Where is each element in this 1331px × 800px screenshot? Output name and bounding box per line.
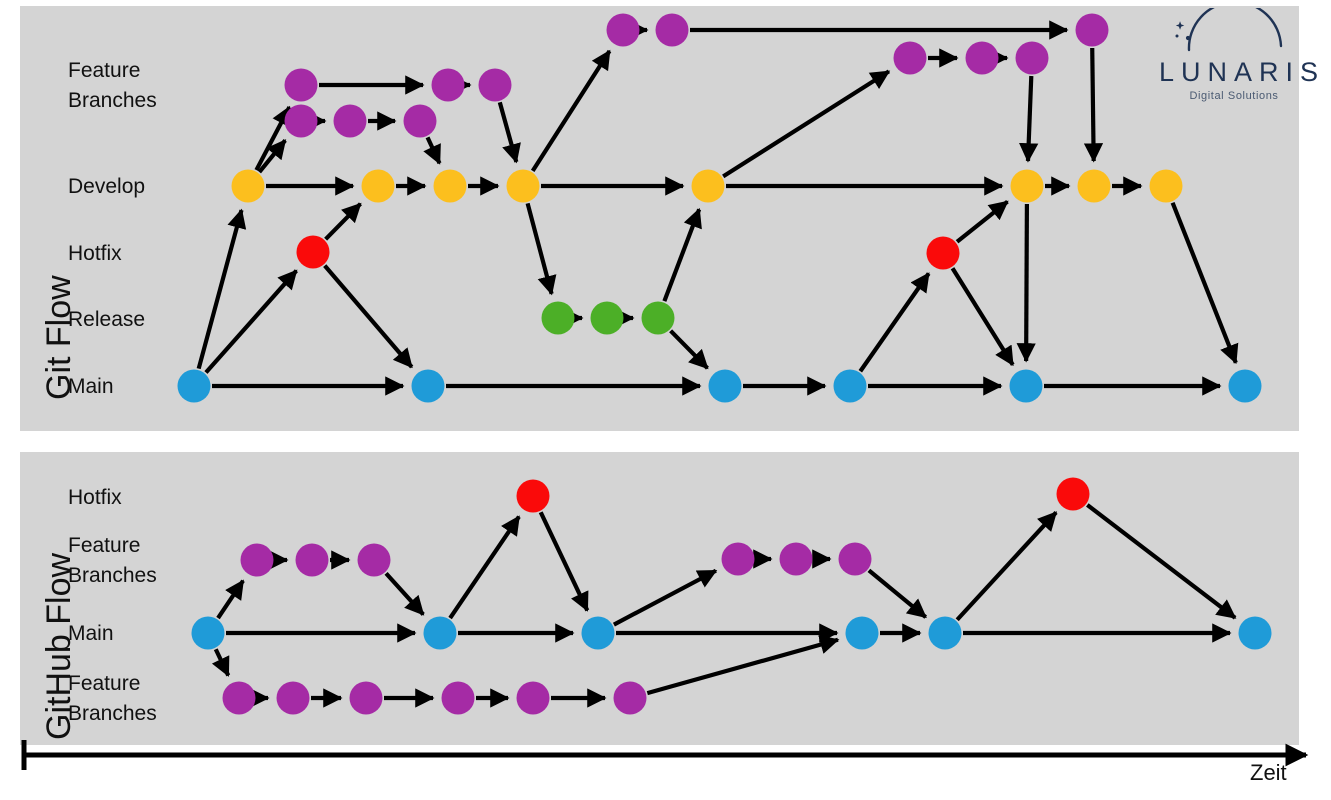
commit-node-release[interactable] xyxy=(641,301,675,335)
commit-edge xyxy=(525,202,557,296)
commit-node-develop[interactable] xyxy=(433,169,467,203)
logo-subtitle: Digital Solutions xyxy=(1189,90,1279,102)
commit-edge xyxy=(646,635,840,696)
commit-edge xyxy=(1170,201,1239,365)
commit-node-feature[interactable] xyxy=(838,542,872,576)
commit-edge xyxy=(196,208,247,370)
commit-edge xyxy=(955,510,1058,622)
moon-arc-icon xyxy=(1175,0,1283,52)
commit-edge xyxy=(211,648,231,677)
commit-node-feature[interactable] xyxy=(284,104,318,138)
commit-node-main[interactable] xyxy=(833,369,867,403)
lane-label-main: Main xyxy=(68,375,114,398)
commit-node-develop[interactable] xyxy=(691,169,725,203)
commit-node-main[interactable] xyxy=(1228,369,1262,403)
commit-node-feature[interactable] xyxy=(349,681,383,715)
commit-edge xyxy=(204,269,298,374)
commit-node-feature[interactable] xyxy=(516,681,550,715)
lane-label-feature_bottom: Feature Branches xyxy=(68,672,157,725)
commit-edge xyxy=(254,105,292,172)
commit-node-feature[interactable] xyxy=(655,13,689,47)
commit-node-main[interactable] xyxy=(1238,616,1272,650)
nodes-layer xyxy=(177,13,1272,715)
commit-edge xyxy=(538,511,590,612)
commit-edge xyxy=(858,272,931,373)
time-axis-label: Zeit xyxy=(1250,760,1287,785)
commit-node-feature[interactable] xyxy=(431,68,465,102)
commit-node-feature[interactable] xyxy=(403,104,437,138)
lunaris-logo: LUNARIS Digital Solutions xyxy=(1159,0,1326,102)
commit-node-develop[interactable] xyxy=(1010,169,1044,203)
commit-node-feature[interactable] xyxy=(333,104,367,138)
commit-edge xyxy=(662,207,702,302)
commit-node-main[interactable] xyxy=(191,616,225,650)
commit-node-main[interactable] xyxy=(708,369,742,403)
commit-edge xyxy=(1019,75,1039,163)
commit-node-hotfix[interactable] xyxy=(516,479,550,513)
commit-node-main[interactable] xyxy=(177,369,211,403)
commit-node-release[interactable] xyxy=(590,301,624,335)
commit-node-feature[interactable] xyxy=(1015,41,1049,75)
commit-node-feature[interactable] xyxy=(295,543,329,577)
lane-label-feature: Feature Branches xyxy=(68,59,157,112)
commit-edge xyxy=(323,264,414,369)
commit-edge xyxy=(669,329,709,370)
commit-node-main[interactable] xyxy=(411,369,445,403)
commit-edge xyxy=(1086,503,1237,620)
commit-node-feature[interactable] xyxy=(893,41,927,75)
commit-edge xyxy=(1016,203,1036,363)
commit-node-hotfix[interactable] xyxy=(1056,477,1090,511)
lane-label-release: Release xyxy=(68,308,146,331)
commit-node-feature[interactable] xyxy=(965,41,999,75)
edges-layer xyxy=(196,20,1239,708)
commit-edge xyxy=(448,515,521,620)
commit-node-main[interactable] xyxy=(581,616,615,650)
commit-node-feature[interactable] xyxy=(1075,13,1109,47)
commit-node-feature[interactable] xyxy=(478,68,512,102)
logo-wordmark: LUNARIS xyxy=(1159,57,1326,87)
commit-node-feature[interactable] xyxy=(721,542,755,576)
commit-edge xyxy=(530,49,612,172)
commit-node-develop[interactable] xyxy=(1149,169,1183,203)
commit-edge xyxy=(867,568,928,619)
commit-node-main[interactable] xyxy=(928,616,962,650)
commit-node-feature[interactable] xyxy=(441,681,475,715)
commit-node-develop[interactable] xyxy=(231,169,265,203)
commit-node-feature[interactable] xyxy=(779,542,813,576)
commit-edge xyxy=(950,267,1015,367)
commit-node-feature[interactable] xyxy=(240,543,274,577)
lane-label-feature_top: Feature Branches xyxy=(68,534,157,587)
commit-node-feature[interactable] xyxy=(357,543,391,577)
commit-edge xyxy=(257,139,287,174)
commit-node-hotfix[interactable] xyxy=(926,236,960,270)
lane-label-hotfix: Hotfix xyxy=(68,486,122,509)
commit-node-feature[interactable] xyxy=(276,681,310,715)
commit-node-main[interactable] xyxy=(845,616,879,650)
commit-node-feature[interactable] xyxy=(222,681,256,715)
commit-edge xyxy=(497,101,521,164)
commit-node-main[interactable] xyxy=(1009,369,1043,403)
lane-label-main: Main xyxy=(68,622,114,645)
commit-node-main[interactable] xyxy=(423,616,457,650)
commit-edge xyxy=(216,579,245,620)
commit-node-develop[interactable] xyxy=(506,169,540,203)
commit-edge xyxy=(722,69,891,179)
commit-edge xyxy=(423,136,442,165)
commit-node-feature[interactable] xyxy=(613,681,647,715)
commit-node-develop[interactable] xyxy=(1077,169,1111,203)
commit-node-develop[interactable] xyxy=(361,169,395,203)
commit-edge xyxy=(955,199,1009,244)
lane-label-develop: Develop xyxy=(68,175,146,198)
lane-label-hotfix: Hotfix xyxy=(68,242,122,265)
commit-node-release[interactable] xyxy=(541,301,575,335)
commit-edge xyxy=(384,571,425,616)
commit-edge xyxy=(1083,47,1104,163)
commit-node-feature[interactable] xyxy=(284,68,318,102)
commit-edge xyxy=(612,568,718,627)
commit-node-hotfix[interactable] xyxy=(296,235,330,269)
commit-edge xyxy=(324,202,362,241)
commit-node-feature[interactable] xyxy=(606,13,640,47)
